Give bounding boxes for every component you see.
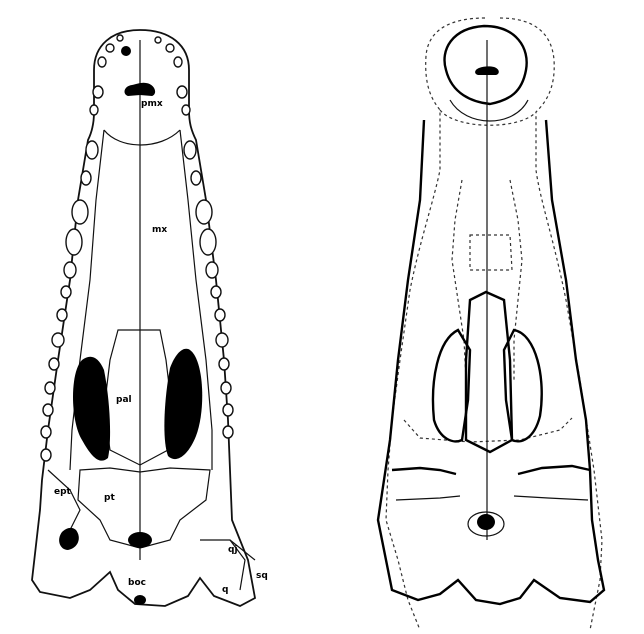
right-dotted-midline-box <box>470 235 512 270</box>
right-occipital-condyle <box>477 514 495 530</box>
tooth <box>90 105 98 115</box>
right-lower-bar-right <box>518 466 590 474</box>
label-boc: boc <box>128 578 146 588</box>
tooth <box>61 286 71 298</box>
tooth <box>41 426 51 438</box>
tooth <box>196 200 212 224</box>
right-lower-bar-left <box>392 468 456 474</box>
label-mx: mx <box>152 225 167 235</box>
right-anterior-fenestra <box>475 66 499 75</box>
tooth <box>184 141 196 159</box>
right-lower-bar-left-2 <box>396 496 460 500</box>
basioccipital-spot <box>134 595 146 605</box>
tooth <box>174 57 182 67</box>
tooth <box>215 309 225 321</box>
tooth <box>177 86 187 98</box>
tooth <box>221 382 231 394</box>
label-qj: qj <box>228 545 238 555</box>
tooth <box>43 404 53 416</box>
right-lower-bar-right-2 <box>514 496 588 500</box>
tooth <box>200 229 216 255</box>
tooth <box>223 426 233 438</box>
choana <box>128 532 152 548</box>
right-dotted-inner-right <box>510 180 522 380</box>
right-skull-diagram <box>378 18 604 630</box>
anterior-foramen <box>121 46 131 56</box>
tooth <box>219 358 229 370</box>
tooth <box>216 333 228 347</box>
tooth <box>117 35 123 41</box>
tooth <box>106 44 114 52</box>
right-skull-outline <box>378 120 604 604</box>
label-pmx: pmx <box>141 99 163 109</box>
tooth <box>81 171 91 185</box>
tooth <box>49 358 59 370</box>
right-snout-outline <box>445 26 527 104</box>
label-pal: pal <box>116 395 132 405</box>
label-sq: sq <box>256 571 268 581</box>
label-q: q <box>222 585 228 595</box>
tooth <box>45 382 55 394</box>
right-dotted-outline <box>386 18 602 630</box>
tooth <box>72 200 88 224</box>
tooth <box>182 105 190 115</box>
label-ept: ept <box>54 487 72 497</box>
tooth <box>223 404 233 416</box>
tooth <box>155 37 161 43</box>
tooth <box>52 333 64 347</box>
right-dotted-inner-left <box>452 180 466 380</box>
label-pt: pt <box>104 493 115 503</box>
tooth <box>93 86 103 98</box>
tooth <box>64 262 76 278</box>
tooth <box>86 141 98 159</box>
tooth <box>206 262 218 278</box>
right-dotted-rostrum <box>440 110 536 125</box>
tooth <box>98 57 106 67</box>
right-dotted-lower <box>404 418 572 442</box>
tooth <box>57 309 67 321</box>
tooth <box>191 171 201 185</box>
tooth <box>41 449 51 461</box>
tooth <box>166 44 174 52</box>
left-skull-diagram: pmx mx pal ept pt boc qj q sq <box>32 30 268 606</box>
tooth <box>211 286 221 298</box>
tooth <box>66 229 82 255</box>
